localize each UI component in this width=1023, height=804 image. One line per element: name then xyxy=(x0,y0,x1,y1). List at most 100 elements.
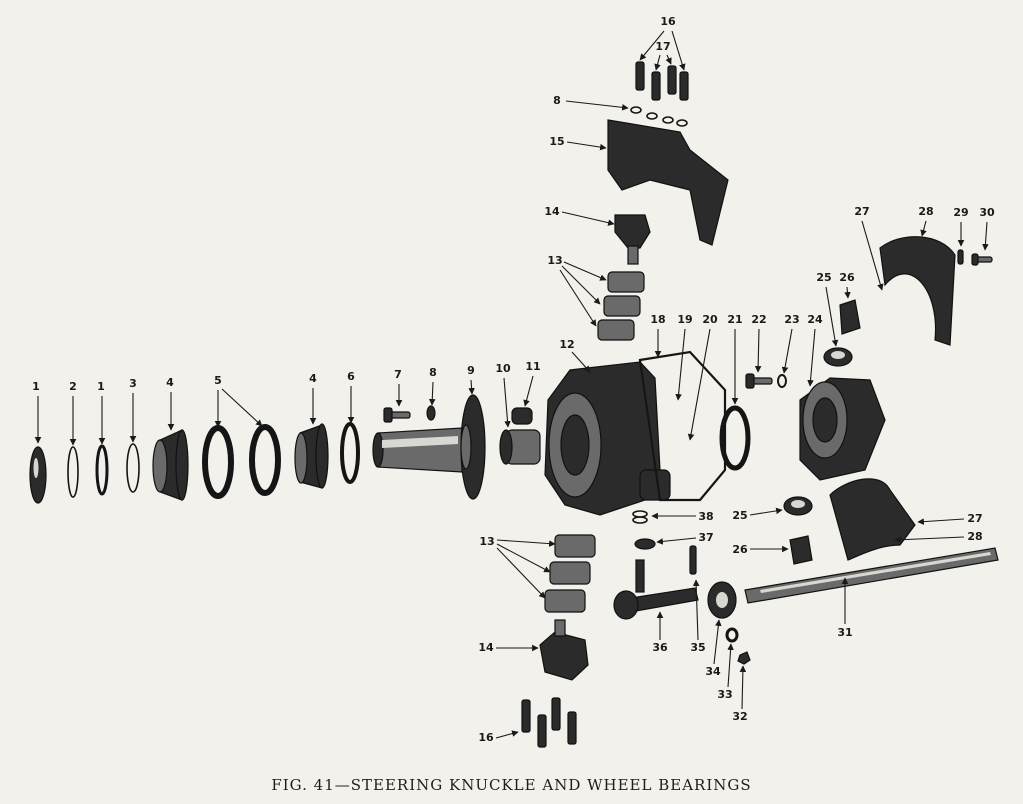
axle-housing-end-part xyxy=(799,377,886,481)
callout-5: 5 xyxy=(214,374,263,428)
callout-number: 1 xyxy=(32,380,40,393)
callout-25-lower: 25 xyxy=(732,507,783,522)
inner-cup-part xyxy=(249,424,281,496)
callout-number: 22 xyxy=(751,313,766,326)
callout-15: 15 xyxy=(549,135,607,151)
callout-30: 30 xyxy=(979,206,995,251)
callout-37: 37 xyxy=(656,531,714,545)
callout-32: 32 xyxy=(732,665,748,723)
callout-8: 8 xyxy=(428,366,437,406)
callout-number: 4 xyxy=(309,372,317,385)
callout-number: 15 xyxy=(549,135,564,148)
callout-10: 10 xyxy=(495,362,511,428)
thrust-washer-part xyxy=(511,407,533,425)
callout-27: 27 xyxy=(854,205,884,291)
callout-number: 30 xyxy=(979,206,995,219)
tie-rod-part xyxy=(744,547,999,604)
bearing-cup-part xyxy=(823,347,853,367)
callout-7: 7 xyxy=(394,368,403,407)
retainer-screw-part xyxy=(971,253,993,266)
tie-rod-end-part xyxy=(613,559,699,620)
callout-number: 3 xyxy=(129,377,137,390)
callout-34: 34 xyxy=(705,619,722,678)
callout-number: 16 xyxy=(478,731,494,744)
callout-number: 25 xyxy=(732,509,747,522)
callout-27-lower: 27 xyxy=(917,512,983,525)
callout-1: 1 xyxy=(32,380,42,444)
callout-20: 20 xyxy=(687,313,718,441)
callout-number: 16 xyxy=(660,15,676,28)
callout-33: 33 xyxy=(717,643,734,701)
callout-number: 11 xyxy=(525,360,540,373)
callout-29: 29 xyxy=(953,206,969,247)
callout-28: 28 xyxy=(918,205,934,237)
callout-12: 12 xyxy=(559,338,591,373)
callout-26-lower: 26 xyxy=(732,543,789,556)
callout-number: 1 xyxy=(97,380,105,393)
lock-ring-part xyxy=(95,444,109,496)
callout-4: 4 xyxy=(166,376,175,431)
bolt-set-part xyxy=(635,61,689,101)
callout-number: 21 xyxy=(727,313,742,326)
callout-number: 33 xyxy=(717,688,732,701)
callout-31: 31 xyxy=(837,577,853,639)
felt-seal-part xyxy=(719,405,751,471)
callout-19: 19 xyxy=(675,313,693,401)
grease-seal-part xyxy=(340,422,360,484)
callout-14-upper: 14 xyxy=(544,205,615,226)
washer-part xyxy=(67,446,79,498)
callout-number: 20 xyxy=(702,313,718,326)
callout-4-second: 4 xyxy=(309,372,317,425)
lock-washers-upper-part xyxy=(630,106,688,127)
ring-part xyxy=(126,443,140,493)
lower-bolt-set-part xyxy=(521,697,577,748)
callout-36: 36 xyxy=(652,611,668,654)
callout-number: 9 xyxy=(467,364,475,377)
callout-25: 25 xyxy=(816,271,839,347)
callout-number: 4 xyxy=(166,376,174,389)
callout-number: 18 xyxy=(650,313,665,326)
callout-23: 23 xyxy=(781,313,800,374)
callout-number: 7 xyxy=(394,368,402,381)
lower-bearing-cap-part xyxy=(539,619,589,681)
callout-number: 37 xyxy=(698,531,713,544)
callout-number: 31 xyxy=(837,626,852,639)
callout-number: 2 xyxy=(69,380,77,393)
callout-13-lower: 13 xyxy=(479,535,556,599)
bushing-part xyxy=(499,429,541,465)
cap-screw-part xyxy=(745,373,773,389)
callout-21: 21 xyxy=(727,313,743,405)
callout-26: 26 xyxy=(839,271,855,299)
outer-bearing-part xyxy=(152,429,189,501)
callout-number: 10 xyxy=(495,362,511,375)
callout-number: 32 xyxy=(732,710,747,723)
callout-8-upper: 8 xyxy=(553,94,629,111)
callout-number: 13 xyxy=(547,254,562,267)
lock-washer-part xyxy=(426,405,436,421)
callout-22: 22 xyxy=(751,313,767,373)
callout-number: 13 xyxy=(479,535,494,548)
spindle-part xyxy=(372,394,486,500)
upper-shims-part xyxy=(597,271,645,341)
figure-caption: FIG. 41—STEERING KNUCKLE AND WHEEL BEARI… xyxy=(271,776,752,794)
callout-13-upper: 13 xyxy=(547,254,607,327)
callout-9: 9 xyxy=(467,364,475,395)
callout-number: 26 xyxy=(839,271,855,284)
callout-16-upper: 16 xyxy=(639,15,686,71)
lower-shims-part xyxy=(544,534,596,613)
callout-1-second: 1 xyxy=(97,380,106,445)
callout-14-lower: 14 xyxy=(478,641,539,654)
callout-number: 8 xyxy=(553,94,561,107)
callout-number: 25 xyxy=(816,271,831,284)
gasket-part xyxy=(638,350,727,502)
callout-number: 6 xyxy=(347,370,355,383)
callout-number: 27 xyxy=(967,512,982,525)
callout-number: 35 xyxy=(690,641,705,654)
callout-24: 24 xyxy=(807,313,823,387)
callout-number: 26 xyxy=(732,543,748,556)
callout-number: 12 xyxy=(559,338,574,351)
clamp-nut-part xyxy=(737,651,751,665)
inner-bearing-part xyxy=(294,423,329,489)
callout-35: 35 xyxy=(690,579,706,654)
